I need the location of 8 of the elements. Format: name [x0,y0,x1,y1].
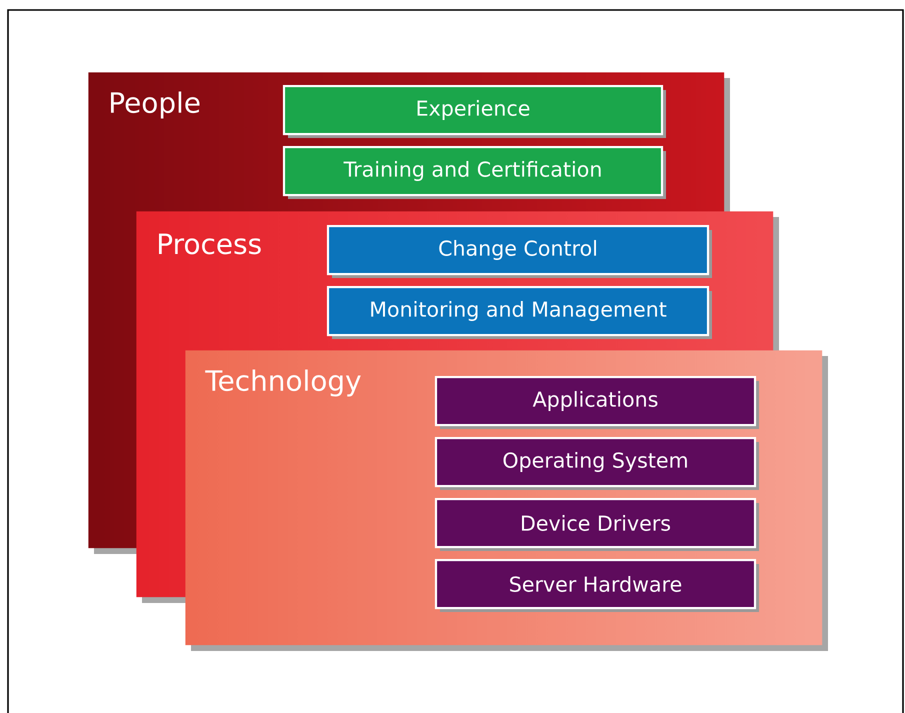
item-box: Device Drivers [434,498,759,551]
item-box: Operating System [434,436,759,490]
item-box: Experience [282,84,666,138]
item-box: Change Control [326,224,712,278]
item-box: Applications [434,376,759,429]
item-box: Training and Certification [282,146,666,199]
item-box: Monitoring and Management [326,286,712,339]
item-box: Server Hardware [434,558,759,612]
